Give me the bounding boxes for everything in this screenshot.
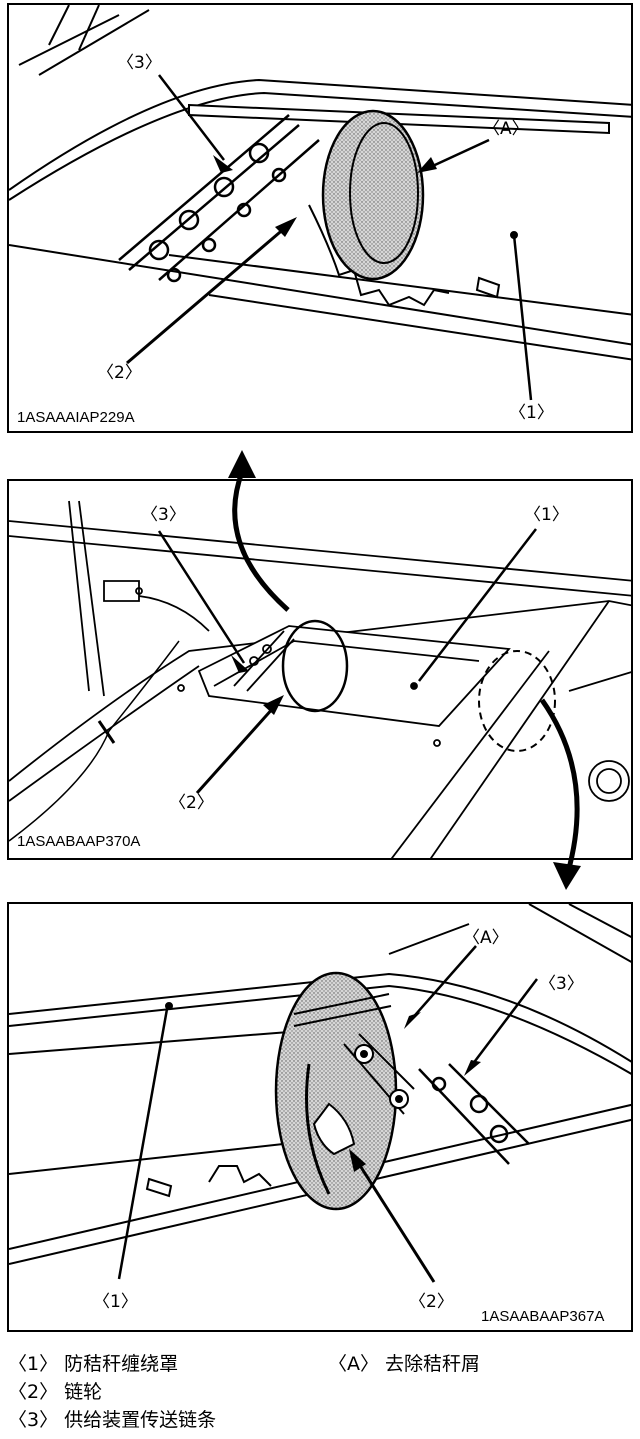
fig1-callout-3: 〈3〉 [117, 53, 162, 73]
fig1-callout-1: 〈1〉 [509, 403, 554, 423]
legend-item-1: 〈1〉 防秸秆缠绕罩 [8, 1353, 179, 1375]
fig3-callout-1: 〈1〉 [93, 1292, 138, 1312]
up-arrowhead [228, 450, 256, 478]
fig1-callout-A: 〈A〉 [483, 119, 529, 139]
figure-2-illustration [9, 500, 631, 858]
figure-3-panel: 〈A〉 〈3〉 〈1〉 〈2〉 1ASAABAAP367A [7, 902, 633, 1332]
figure-1-illustration [9, 5, 631, 401]
fig3-callout-3: 〈3〉 [539, 974, 584, 994]
fig3-callout-2: 〈2〉 [409, 1292, 454, 1312]
fig1-callout-2: 〈2〉 [97, 363, 142, 383]
figure-1-panel: 〈3〉 〈A〉 〈2〉 〈1〉 1ASAAAIAP229A [7, 3, 633, 433]
figure-3-illustration [9, 904, 631, 1283]
figure-2-panel: 〈3〉 〈1〉 〈2〉 1ASAABAAP370A [7, 479, 633, 860]
legend-item-A: 〈A〉 去除秸秆屑 [328, 1353, 481, 1375]
fig2-figure-code: 1ASAABAAP370A [17, 833, 141, 850]
fig3-callout-A: 〈A〉 [463, 928, 509, 948]
fig2-callout-2: 〈2〉 [169, 793, 214, 813]
fig2-callout-1: 〈1〉 [524, 505, 569, 525]
down-arrowhead [553, 862, 581, 890]
legend-item-2: 〈2〉 链轮 [8, 1381, 103, 1403]
fig1-figure-code: 1ASAAAIAP229A [17, 409, 135, 426]
fig2-callout-3: 〈3〉 [141, 505, 186, 525]
legend-item-3: 〈3〉 供给装置传送链条 [8, 1409, 217, 1431]
fig3-figure-code: 1ASAABAAP367A [481, 1308, 605, 1325]
